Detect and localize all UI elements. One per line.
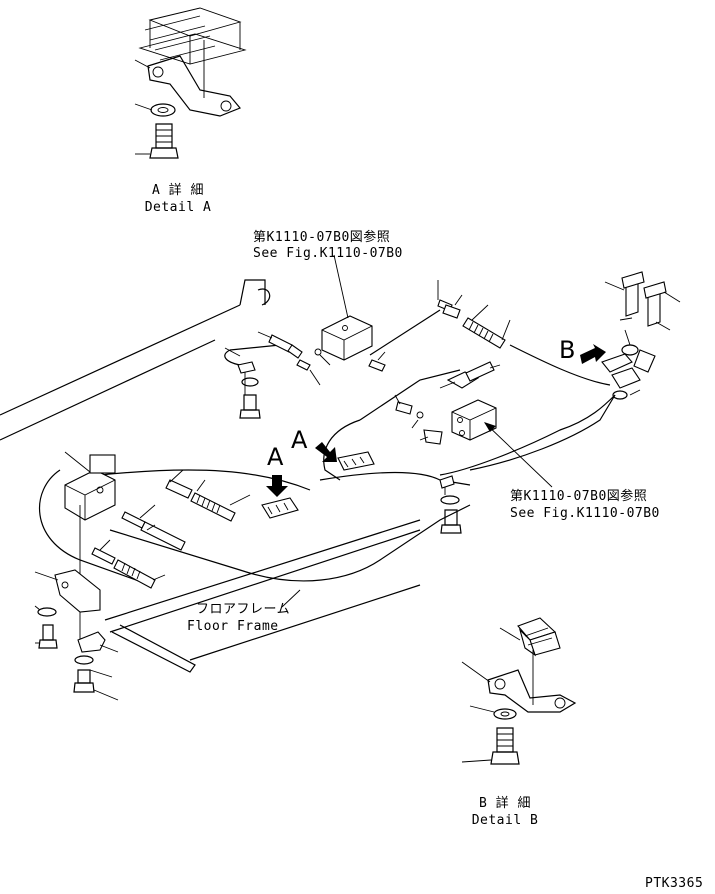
see-fig-2-ja: 第K1110-07B0図参照 bbox=[510, 489, 648, 504]
see-fig-1-en: See Fig.K1110-07B0 bbox=[253, 246, 403, 261]
callout-b: B bbox=[559, 336, 576, 364]
floor-frame-leader bbox=[281, 589, 301, 608]
floor-frame-outline bbox=[0, 279, 421, 673]
drawing-code: PTK3365 bbox=[645, 876, 704, 891]
clamp-a-1 bbox=[261, 475, 299, 519]
detail-a-label-ja: A 詳 細 bbox=[152, 183, 204, 198]
valve-block-left bbox=[64, 451, 116, 640]
see-fig-1-ja: 第K1110-07B0図参照 bbox=[253, 230, 391, 245]
floor-frame-label-en: Floor Frame bbox=[187, 619, 279, 634]
bracket-left bbox=[34, 569, 119, 701]
callout-a-lower: A bbox=[267, 443, 284, 471]
detail-b-label-ja: B 詳 細 bbox=[479, 796, 531, 811]
valve-block-right bbox=[394, 280, 553, 534]
detail-a-label-en: Detail A bbox=[144, 200, 212, 215]
see-fig-2-en: See Fig.K1110-07B0 bbox=[510, 506, 660, 521]
fittings-left bbox=[91, 469, 251, 589]
detail-a-drawing bbox=[134, 7, 247, 159]
detail-b-drawing bbox=[461, 617, 577, 765]
detail-b-label-en: Detail B bbox=[471, 813, 539, 828]
floor-frame-label-ja: フロアフレーム bbox=[196, 602, 291, 617]
callout-a-upper: A bbox=[291, 426, 308, 454]
hose-lines bbox=[38, 309, 616, 586]
clamp-a-2 bbox=[315, 442, 375, 471]
bracket-b-assembly bbox=[580, 271, 681, 400]
valve-block-top bbox=[224, 254, 386, 419]
